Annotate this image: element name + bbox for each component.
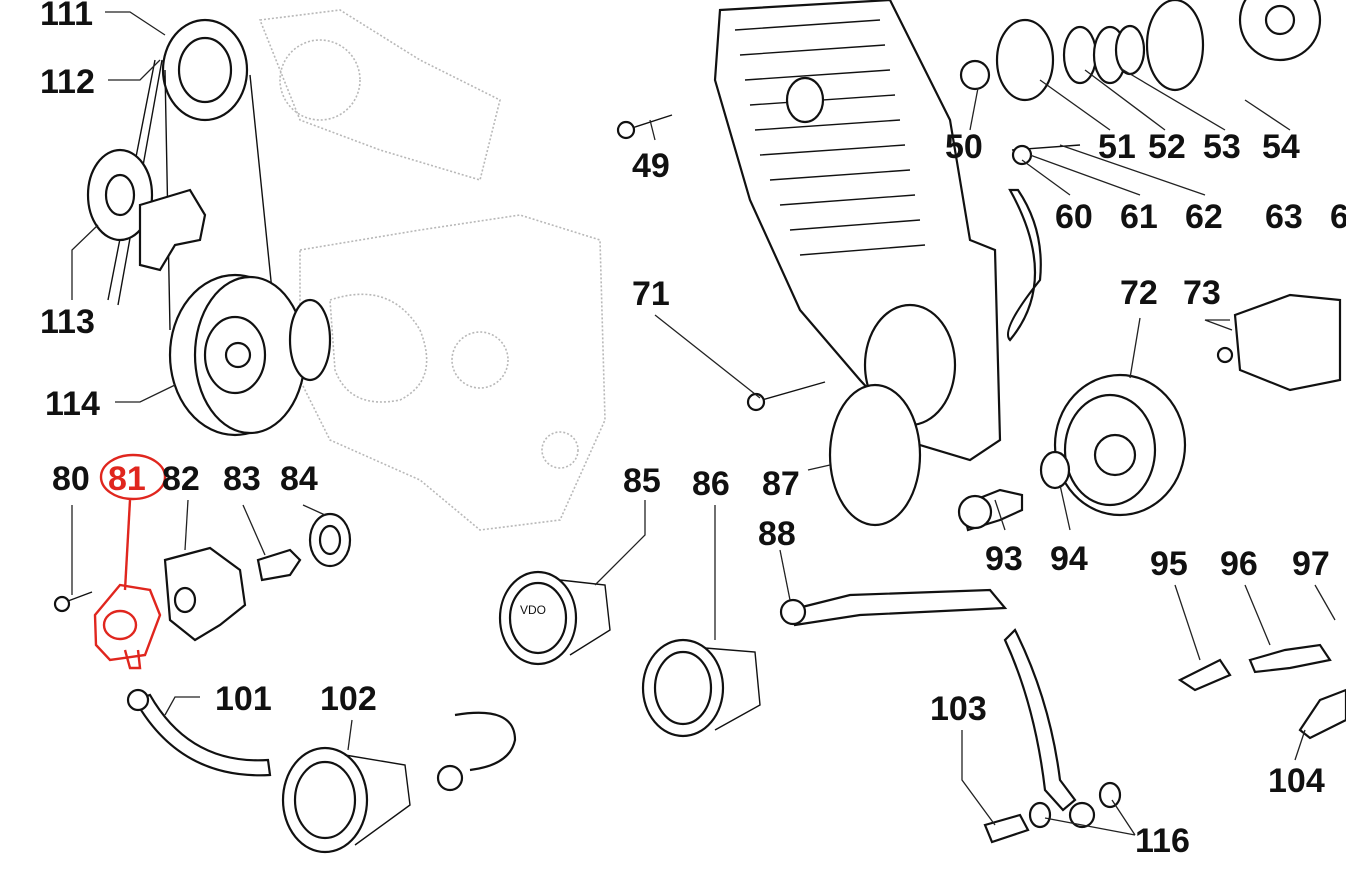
cover-82 <box>163 546 247 642</box>
callout-73: 73 <box>1183 274 1221 312</box>
callout-103: 103 <box>930 690 987 728</box>
gauge-85: VDO <box>498 570 611 666</box>
bolt-83 <box>256 548 302 582</box>
callout-113: 113 <box>40 303 95 341</box>
callout-88: 88 <box>758 515 796 553</box>
washer-94 <box>1039 450 1071 490</box>
callout-81: 81 <box>108 460 146 498</box>
gauge-86 <box>641 638 761 738</box>
callout-labels: 111 112 113 114 49 50 51 52 53 54 60 61 … <box>40 0 1346 860</box>
callout-93: 93 <box>985 540 1023 578</box>
callout-82: 82 <box>162 460 200 498</box>
highlighted-part-81 <box>93 583 162 670</box>
parts-80-84 <box>53 512 352 670</box>
callout-49: 49 <box>632 147 670 185</box>
sensor-73 <box>1216 293 1342 392</box>
callout-84: 84 <box>280 460 318 498</box>
callout-112: 112 <box>40 63 95 101</box>
callout-96: 96 <box>1220 545 1258 583</box>
callout-85: 85 <box>623 462 661 500</box>
callout-80: 80 <box>52 460 90 498</box>
callout-114: 114 <box>45 385 100 423</box>
callout-62: 62 <box>1185 198 1223 236</box>
leader-lines <box>71 11 1336 836</box>
callout-60: 60 <box>1055 198 1093 236</box>
callout-116: 116 <box>1135 822 1190 860</box>
callout-104: 104 <box>1268 762 1325 800</box>
tensioner-bracket <box>138 188 207 272</box>
bolt-49 <box>616 114 673 140</box>
callout-51: 51 <box>1098 128 1136 166</box>
bolt-103-washers <box>983 781 1122 844</box>
bolt-71 <box>746 381 826 412</box>
pulley-72 <box>957 373 1187 532</box>
cable-101 <box>126 688 272 777</box>
gauge-102 <box>281 711 517 854</box>
sensors-95-97-104 <box>1177 643 1346 740</box>
callout-102: 102 <box>320 680 377 718</box>
engine-block-ghost <box>258 9 606 531</box>
belt-pulley-assembly <box>86 18 332 437</box>
callout-53: 53 <box>1203 128 1241 166</box>
top-right-parts <box>959 0 1322 342</box>
callout-87: 87 <box>762 465 800 503</box>
hose-88 <box>779 588 1096 829</box>
cover-cap <box>828 383 922 527</box>
timing-cover <box>713 0 1002 527</box>
callout-101: 101 <box>215 680 272 718</box>
callout-50: 50 <box>945 128 983 166</box>
callout-97: 97 <box>1292 545 1330 583</box>
callout-52: 52 <box>1148 128 1186 166</box>
callout-63: 63 <box>1265 198 1303 236</box>
callout-111: 111 <box>40 0 93 33</box>
callout-72: 72 <box>1120 274 1158 312</box>
callout-61: 61 <box>1120 198 1158 236</box>
callout-86: 86 <box>692 465 730 503</box>
gauge-brand-label: VDO <box>520 603 546 617</box>
callout-95: 95 <box>1150 545 1188 583</box>
highlight-ring-81 <box>99 453 167 501</box>
callout-83: 83 <box>223 460 261 498</box>
callout-94: 94 <box>1050 540 1088 578</box>
callout-54: 54 <box>1262 128 1300 166</box>
callout-71: 71 <box>632 275 670 313</box>
callout-6x: 6 <box>1330 198 1346 236</box>
